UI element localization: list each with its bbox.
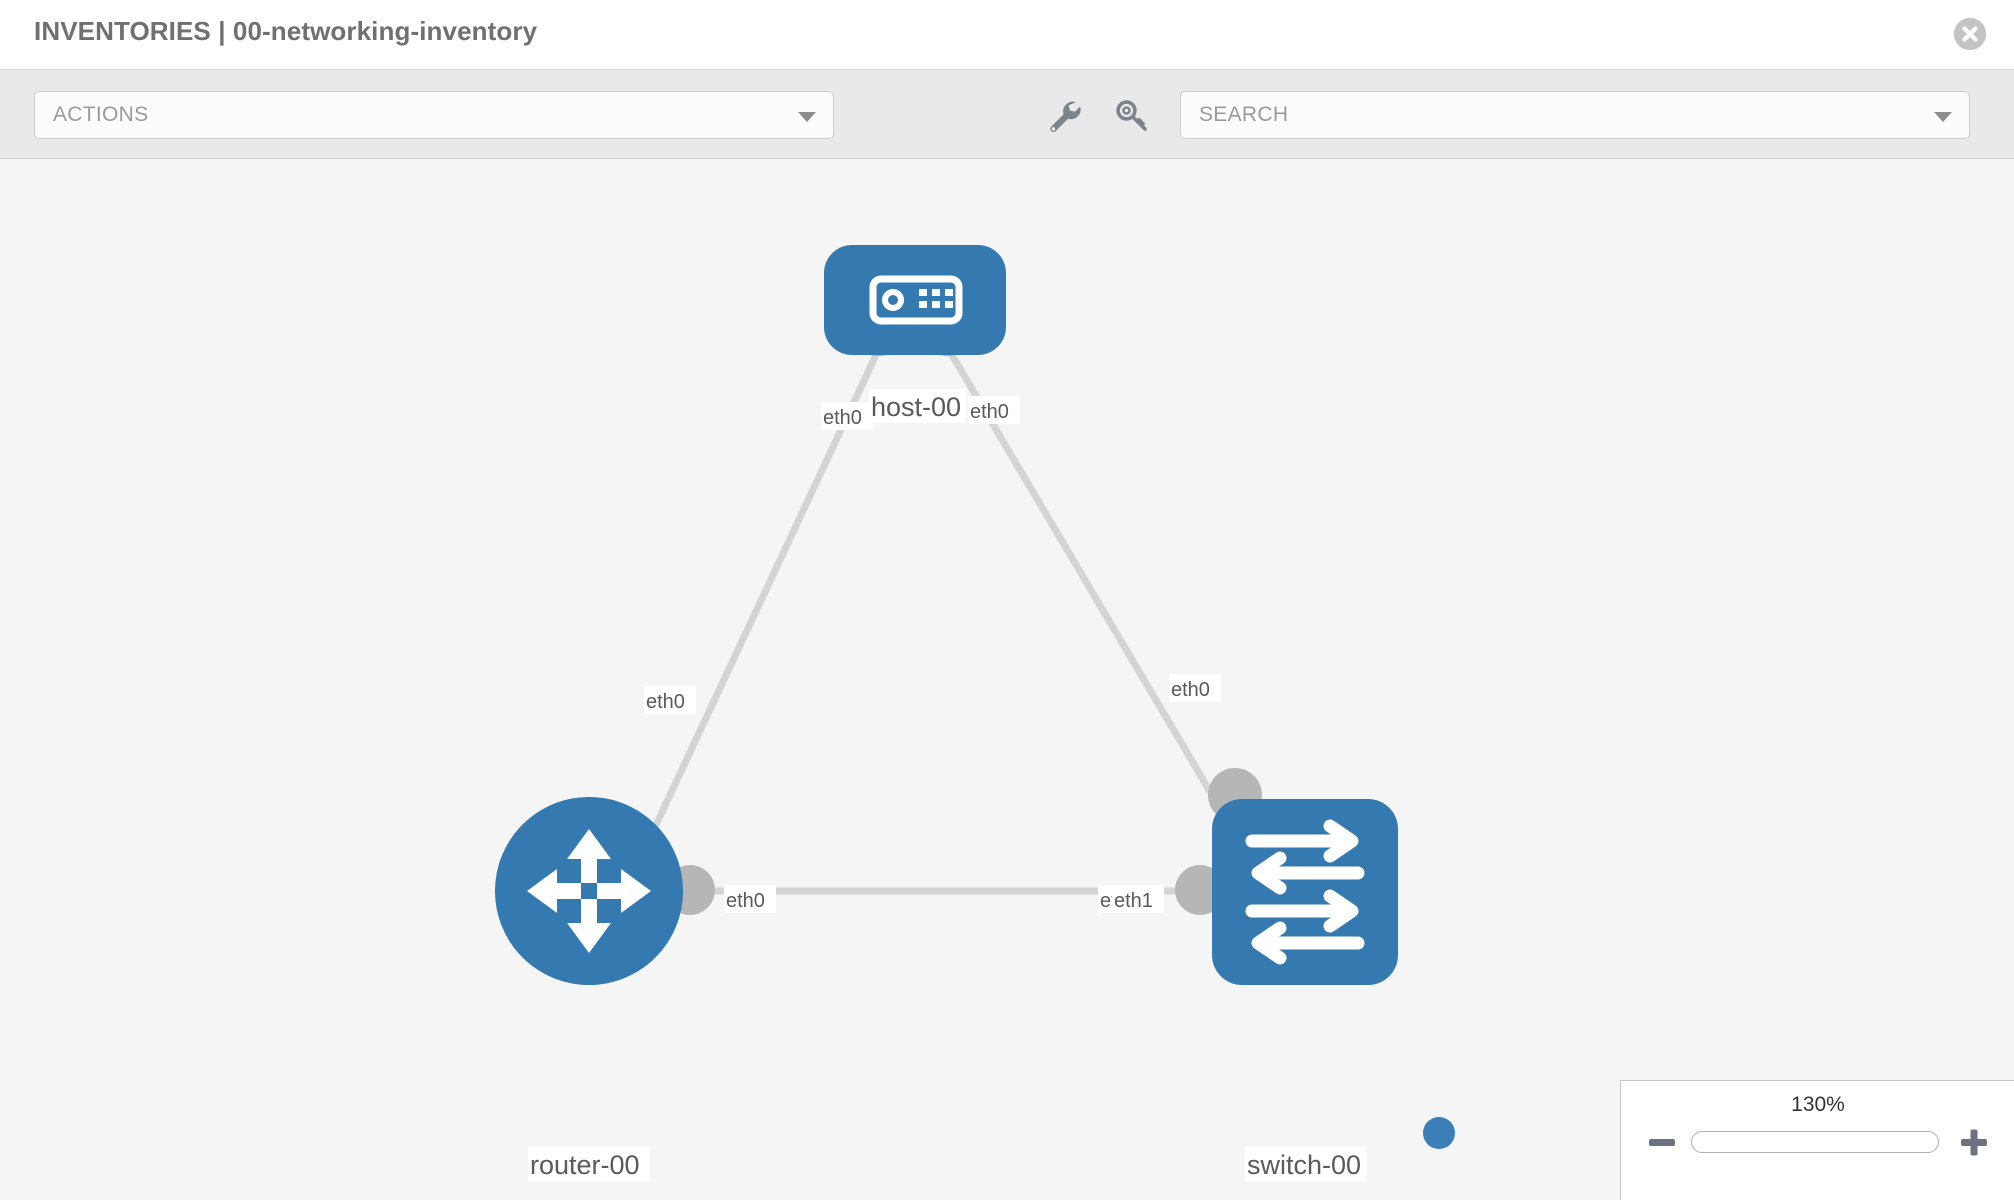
zoom-control-panel: 130% xyxy=(1620,1080,2014,1200)
edge-label-text: eth0 xyxy=(646,691,685,713)
chevron-down-icon[interactable] xyxy=(1934,112,1952,122)
edge-host-router[interactable] xyxy=(636,353,880,861)
node-label-text: switch-00 xyxy=(1247,1150,1361,1180)
edge-label-router-right: eth0 xyxy=(724,885,776,913)
plus-icon[interactable] xyxy=(1957,1125,1991,1159)
server-icon xyxy=(869,275,963,325)
actions-dropdown[interactable]: ACTIONS xyxy=(34,91,834,139)
node-switch-00[interactable] xyxy=(1212,799,1398,985)
edge-label-text: eth0 xyxy=(726,890,765,912)
node-router-00[interactable] xyxy=(495,797,683,985)
actions-dropdown-label: ACTIONS xyxy=(53,103,149,126)
key-icon[interactable] xyxy=(1114,98,1152,134)
zoom-level-label: 130% xyxy=(1791,1093,1845,1116)
edge-host-switch[interactable] xyxy=(948,353,1248,851)
edge-label-router-up: eth0 xyxy=(644,686,696,714)
topology-graph[interactable]: eth0 eth0 eth0 eth0 eth0 eth0 xyxy=(0,159,2014,1200)
search-input[interactable]: SEARCH xyxy=(1180,91,1970,139)
toolbar: ACTIONS SEARCH xyxy=(0,70,2014,159)
topology-canvas[interactable]: eth0 eth0 eth0 eth0 eth0 eth0 xyxy=(0,159,2014,1200)
page-header: INVENTORIES | 00-networking-inventory xyxy=(0,0,2014,70)
node-label-host-00: host-00 xyxy=(869,389,966,423)
edge-label-switch-up: eth0 xyxy=(1169,674,1221,702)
minus-icon[interactable] xyxy=(1645,1125,1679,1159)
node-label-text: router-00 xyxy=(530,1150,640,1180)
switch-icon xyxy=(1245,819,1365,965)
node-label-router-00: router-00 xyxy=(528,1147,650,1181)
wrench-icon[interactable] xyxy=(1046,98,1084,134)
node-label-switch-00: switch-00 xyxy=(1245,1147,1367,1181)
search-placeholder: SEARCH xyxy=(1199,103,1289,126)
node-label-text: host-00 xyxy=(871,392,961,422)
router-icon xyxy=(527,829,651,953)
edge-label-text: eth0 xyxy=(970,401,1009,423)
edge-label-host-right: eth0 xyxy=(968,396,1020,424)
node-host-00[interactable] xyxy=(824,245,1006,355)
close-icon[interactable] xyxy=(1954,18,1986,50)
edge-label-host-left: eth0 xyxy=(821,402,873,430)
zoom-slider-track[interactable] xyxy=(1691,1131,1939,1153)
edge-label-text: eth0 xyxy=(1171,679,1210,701)
edge-label-text: eth0 xyxy=(823,407,862,429)
page-title: INVENTORIES | 00-networking-inventory xyxy=(34,16,538,46)
zoom-slider-thumb[interactable] xyxy=(1423,1117,1455,1149)
chevron-down-icon xyxy=(798,112,816,122)
edge-label-text: eth1 xyxy=(1114,890,1153,912)
edge-label-switch-left-over: eth1 xyxy=(1112,885,1164,913)
